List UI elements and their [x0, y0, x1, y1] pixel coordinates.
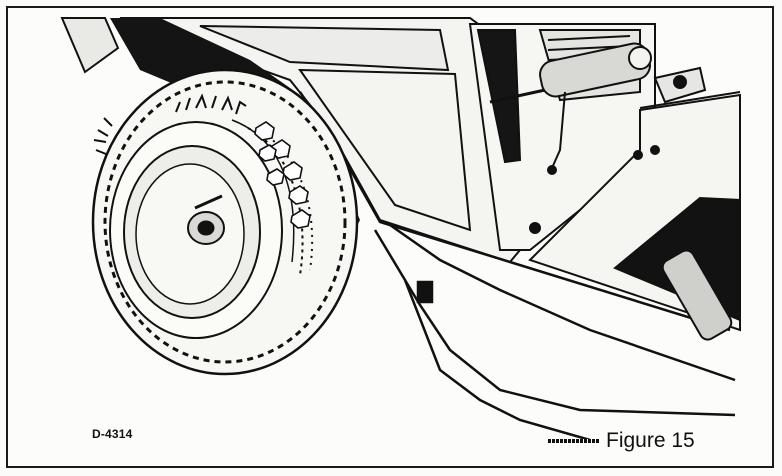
- lift-lever: [489, 42, 652, 175]
- tire-lettering: [93, 93, 247, 155]
- front-wheel: [91, 68, 359, 376]
- drawing-code: D-4314: [92, 427, 133, 441]
- deck-right: [528, 91, 741, 341]
- mower-deck: [373, 223, 736, 442]
- figure-caption-group: Figure 15: [548, 426, 695, 456]
- figure-caption: Figure 15: [606, 429, 695, 452]
- tractor-hood: [60, 17, 522, 264]
- wheel-well: [110, 18, 360, 240]
- tire-tread: [254, 121, 311, 229]
- caption-rule: [548, 439, 600, 443]
- pivot-bracket: [653, 66, 707, 104]
